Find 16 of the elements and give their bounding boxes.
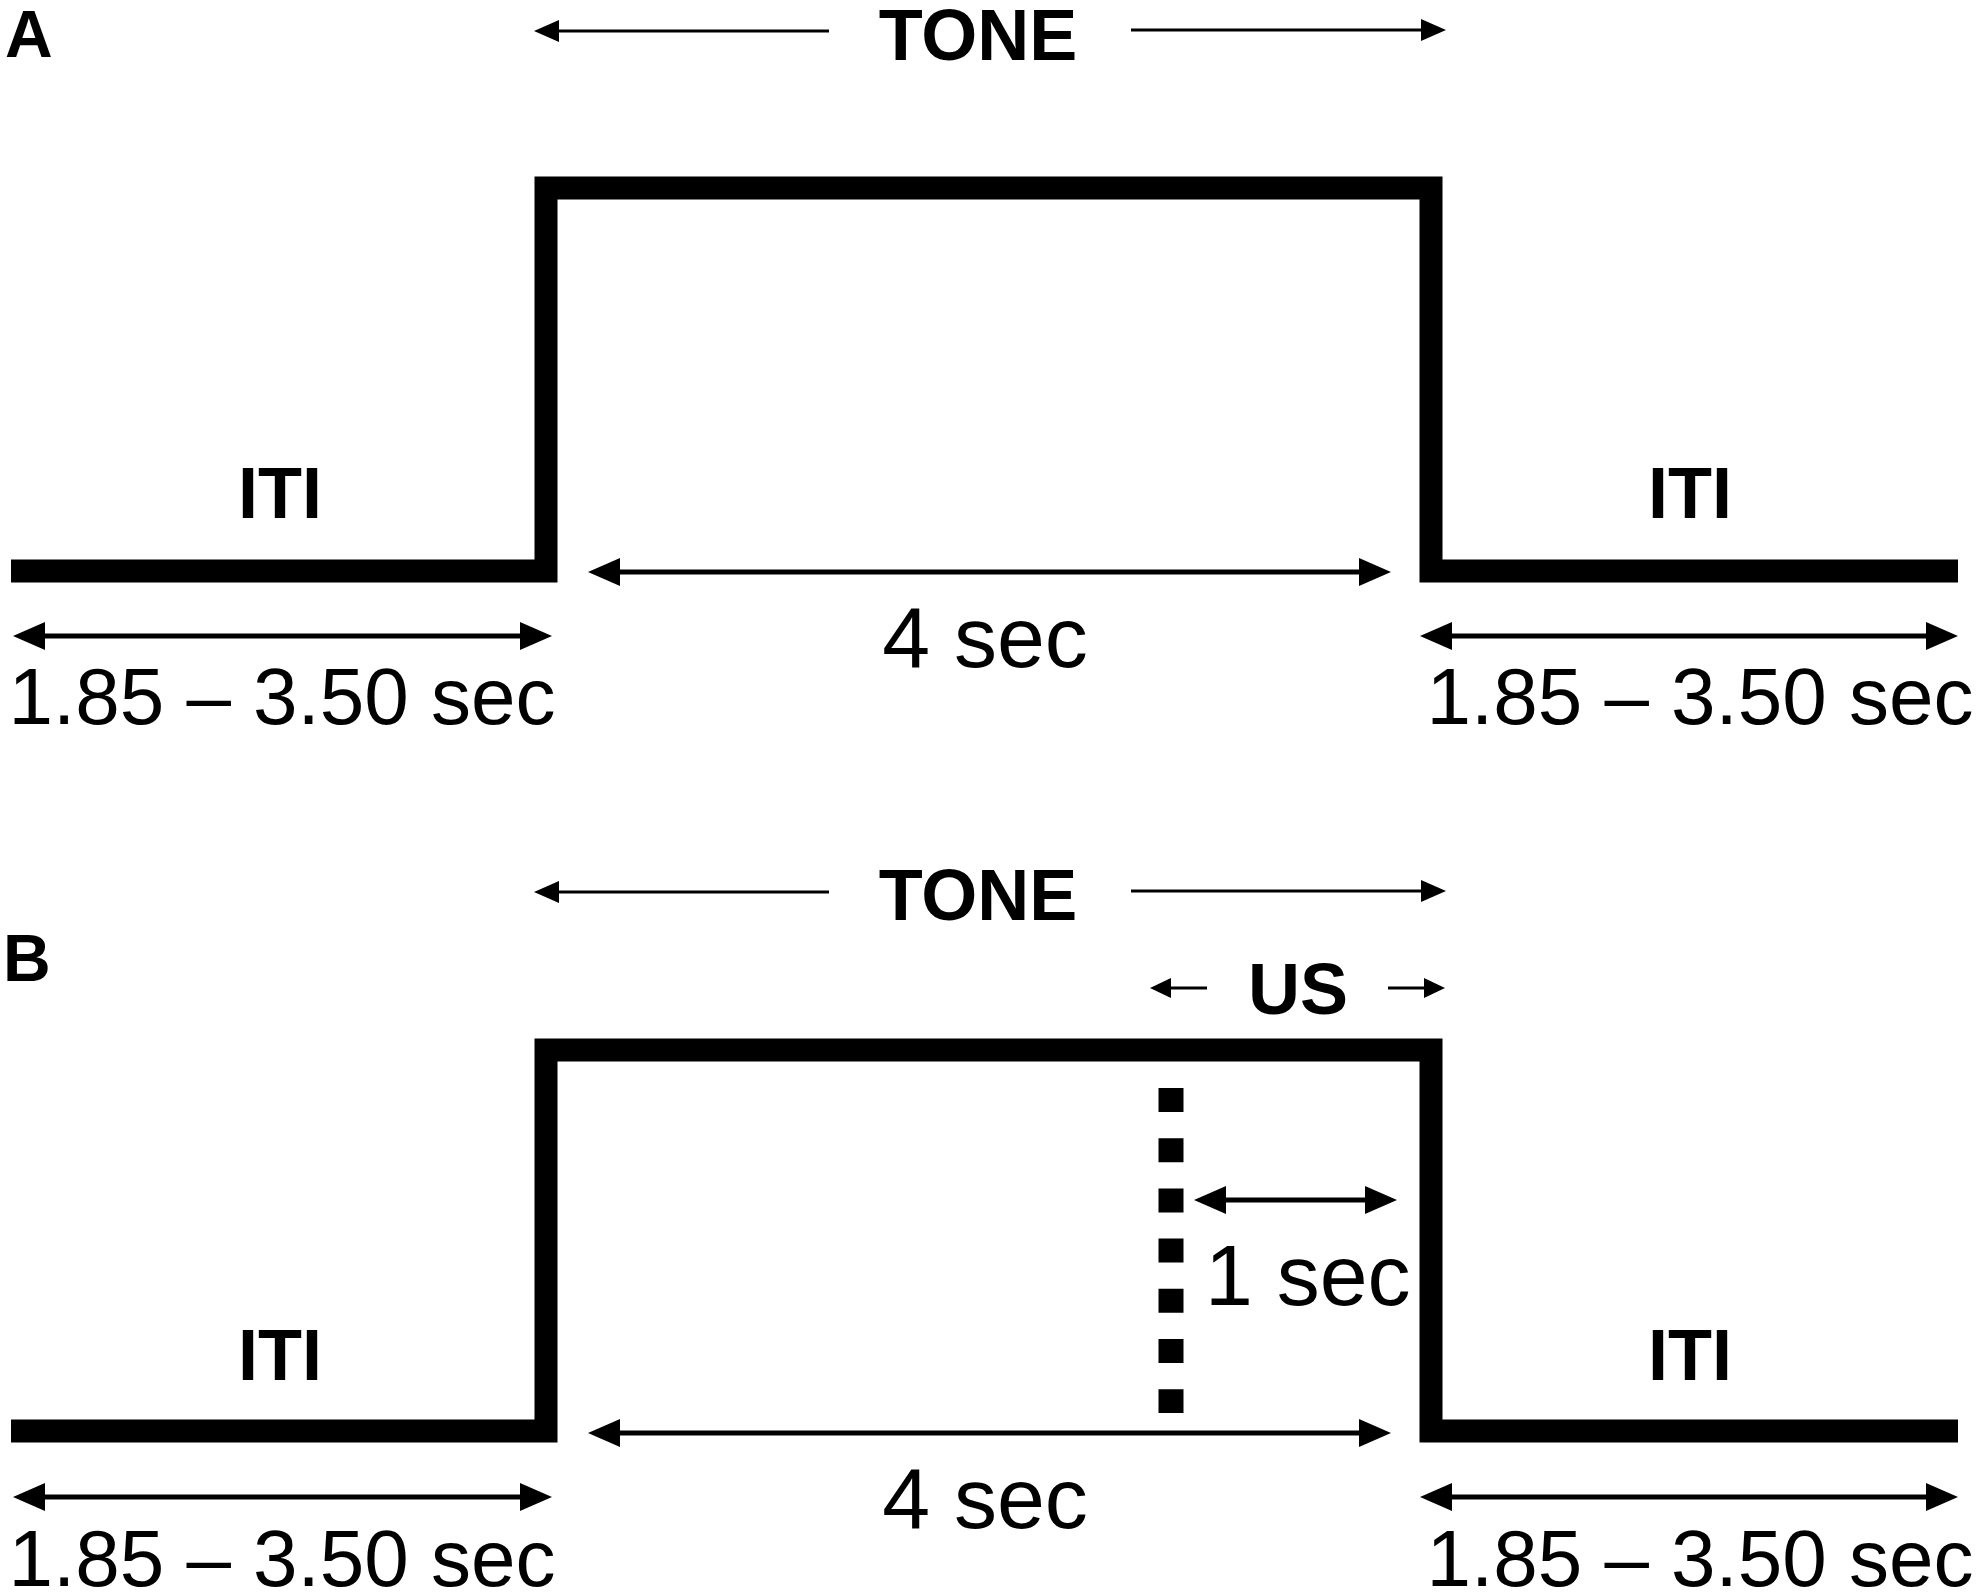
duration-label: 4 sec — [882, 594, 1088, 680]
panel-label: B — [3, 925, 51, 991]
stimulus-label: TONE — [878, 859, 1078, 931]
interval-label: ITI — [1648, 457, 1732, 529]
duration-label: 1.85 – 3.50 sec — [1426, 1519, 1974, 1596]
stimulus-label: US — [1248, 953, 1348, 1025]
panel-label: A — [5, 1, 53, 67]
duration-label: 4 sec — [882, 1455, 1088, 1541]
interval-label: ITI — [238, 457, 322, 529]
duration-label: 1.85 – 3.50 sec — [1426, 657, 1974, 737]
stimulus-label: TONE — [878, 0, 1078, 71]
duration-label: 1.85 – 3.50 sec — [8, 657, 556, 737]
duration-label: 1.85 – 3.50 sec — [8, 1519, 556, 1596]
interval-label: ITI — [1648, 1319, 1732, 1391]
interval-label: ITI — [238, 1319, 322, 1391]
duration-label: 1 sec — [1205, 1232, 1411, 1318]
